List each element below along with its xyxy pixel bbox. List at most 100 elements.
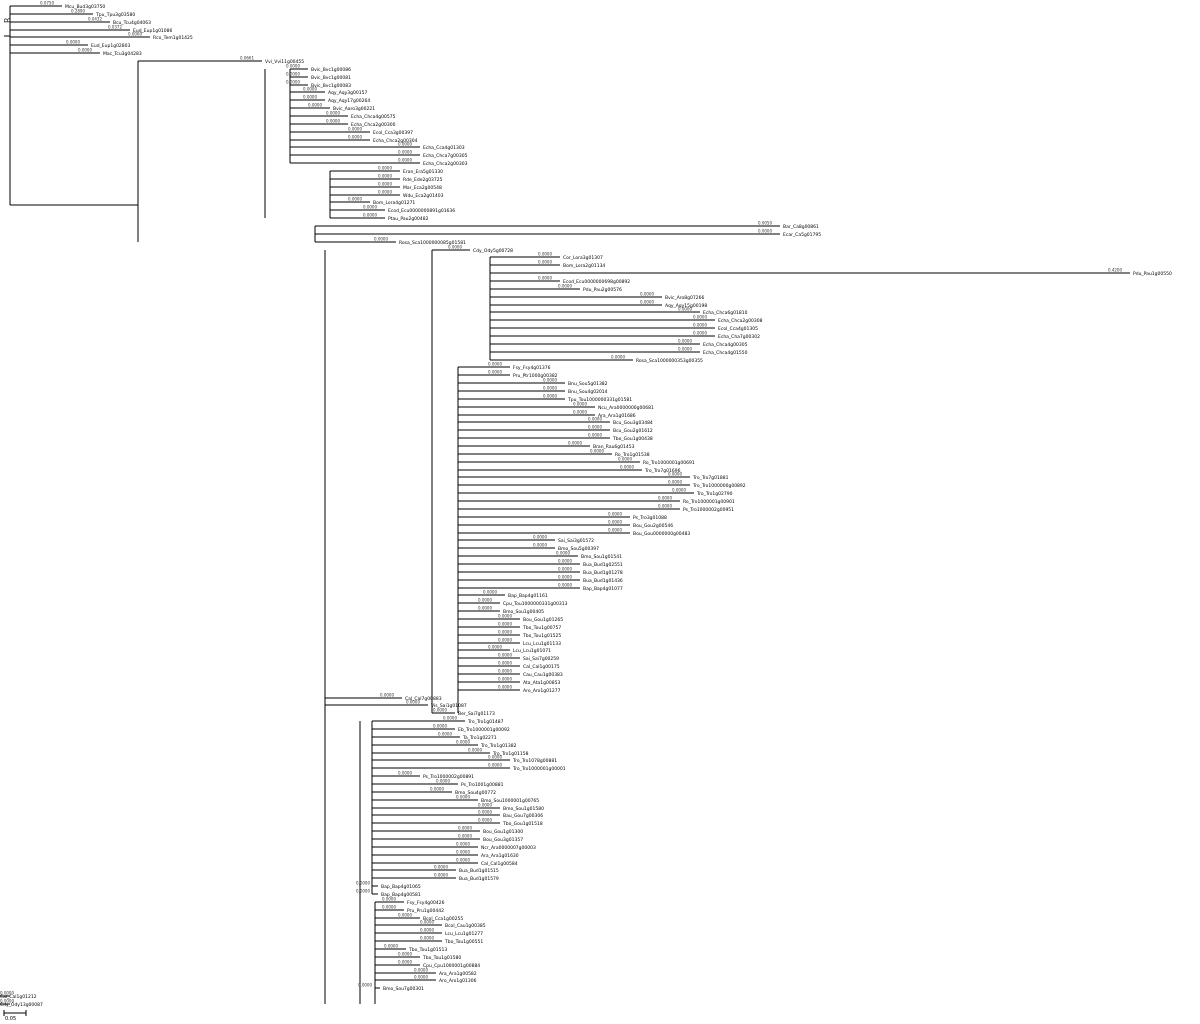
leaf-label: Bom_Lora2g01134 bbox=[563, 263, 605, 269]
leaf-label: Ecar_Ca5g01795 bbox=[783, 232, 821, 238]
leaf-label: Mcu_Bud3g03750 bbox=[65, 4, 105, 10]
branch-support-label: 0.0000 bbox=[543, 378, 557, 383]
leaf-label: Ncu_Ara0000000g00681 bbox=[598, 405, 654, 411]
branch-support-label: 0.0000 bbox=[678, 347, 692, 352]
leaf-label: Cal_Cal1g00584 bbox=[481, 861, 518, 867]
leaf-label: Bou_Gou0000000g00483 bbox=[633, 531, 690, 537]
branch-support-label: 0.0000 bbox=[538, 252, 552, 257]
branch-support-label: 0.0000 bbox=[573, 410, 587, 415]
branch-support-label: 0.0000 bbox=[498, 622, 512, 627]
branch-support-label: 0.0000 bbox=[693, 323, 707, 328]
leaf-label: Tro_Tro1078g00881 bbox=[512, 758, 557, 764]
branch-support-label: 0.0000 bbox=[658, 496, 672, 501]
branch-support-label: 0.0000 bbox=[66, 40, 80, 45]
leaf-label: Bvic_Bvc1g00086 bbox=[311, 67, 351, 73]
leaf-label: Ecol_Cca4g01305 bbox=[718, 326, 758, 332]
leaf-label: Cal_Cal7g00883 bbox=[405, 696, 442, 702]
scale-bar: 0.05 bbox=[3, 1010, 27, 1022]
branch-support-label: 0.0000 bbox=[398, 142, 412, 147]
leaf-label: Echa_Chca7g00305 bbox=[423, 153, 468, 159]
branch-support-label: 0.0000 bbox=[78, 48, 92, 53]
branch-support-label: 0.0000 bbox=[588, 433, 602, 438]
branch-support-label: 0.0000 bbox=[533, 535, 547, 540]
scale-bar-label: 0.05 bbox=[5, 1016, 16, 1022]
leaf-label: Ecod_Ecu0000000891g01636 bbox=[388, 208, 455, 214]
branch-support-label: 0.0000 bbox=[488, 645, 502, 650]
branch-support-label: 0.0000 bbox=[558, 559, 572, 564]
leaf-label: Pru_Ptr1000g00382 bbox=[513, 373, 558, 379]
branch-support-label: 0.0000 bbox=[678, 307, 692, 312]
branch-support-label: 0.0000 bbox=[128, 32, 142, 37]
branch-support-label: 0.0000 bbox=[363, 205, 377, 210]
branch-support-label: 0.0000 bbox=[483, 590, 497, 595]
branch-support-label: 0.0000 bbox=[498, 614, 512, 619]
leaf-label: Eud_Eup1g01086 bbox=[133, 28, 173, 34]
branch-support-label: 0.0000 bbox=[308, 103, 322, 108]
branch-support-label: 0.0000 bbox=[543, 386, 557, 391]
branch-support-label: 0.0000 bbox=[568, 441, 582, 446]
branch-support-label: 0.0000 bbox=[620, 465, 634, 470]
branch-support-label: 0.0000 bbox=[378, 182, 392, 187]
leaf-label: Tbo_Tou1g00551 bbox=[444, 939, 483, 945]
leaf-label: Cau_Cau1g00383 bbox=[523, 672, 563, 678]
branch-support-label: 0.0000 bbox=[573, 402, 587, 407]
branch-support-label: 0.0000 bbox=[478, 810, 492, 815]
leaf-label: Ber_Sai7g01173 bbox=[458, 711, 495, 717]
branch-support-label: 0.0000 bbox=[348, 127, 362, 132]
branch-support-label: 0.0661 bbox=[240, 56, 254, 61]
branch-support-label: 0.0000 bbox=[478, 598, 492, 603]
leaf-label: Aro_Aro1g01277 bbox=[523, 688, 561, 694]
branch-support-label: 0.0000 bbox=[303, 87, 317, 92]
branch-support-label: 0.0000 bbox=[380, 693, 394, 698]
branch-support-label: 0.0000 bbox=[498, 630, 512, 635]
branch-support-label: 0.0000 bbox=[558, 583, 572, 588]
branch-support-label: 0.0000 bbox=[456, 858, 470, 863]
branch-support-label: 0.0000 bbox=[588, 417, 602, 422]
leaf-label: Ptau_Pau2g00482 bbox=[388, 216, 429, 222]
leaf-label: Aro_Aro1g01306 bbox=[439, 978, 477, 984]
leaf-label: Bcu_Tcu4g04063 bbox=[113, 20, 151, 26]
branch-support-label: 0.0000 bbox=[468, 748, 482, 753]
branch-support-label: 0.0000 bbox=[398, 913, 412, 918]
branch-support-label: 0.0000 bbox=[378, 190, 392, 195]
branch-support-label: 0.0000 bbox=[498, 677, 512, 682]
tree-branches bbox=[0, 5, 1130, 1005]
leaf-label: Bua_Bud1g01579 bbox=[459, 876, 499, 882]
branch-support-label: 0.0000 bbox=[433, 708, 447, 713]
leaf-label: Bcol_Cau1g00385 bbox=[445, 923, 486, 929]
branch-support-label: 0.0000 bbox=[348, 197, 362, 202]
root-tag: R bbox=[3, 17, 12, 23]
leaf-label: Echa_Chca4g01550 bbox=[703, 350, 748, 356]
root-marker: R bbox=[3, 17, 12, 23]
branch-support-label: 0.0000 bbox=[672, 488, 686, 493]
leaf-label: Aqy_Aqy3g00157 bbox=[328, 90, 367, 96]
branch-support-label: 0.0000 bbox=[498, 661, 512, 666]
leaf-label: Ps_Tro1000002g00891 bbox=[423, 774, 474, 780]
branch-support-label: 0.0000 bbox=[456, 795, 470, 800]
branch-support-label: 0.0432 bbox=[88, 17, 102, 22]
branch-support-label: 0.0000 bbox=[434, 865, 448, 870]
leaf-label: Tpu_Tpu3g03580 bbox=[95, 12, 135, 18]
branch-support-label: 0.0000 bbox=[0, 999, 14, 1004]
leaf-label: Bap_Bap4g01065 bbox=[381, 884, 421, 890]
branch-support-label: 0.0000 bbox=[420, 928, 434, 933]
leaf-label: Bap_Bap4g00581 bbox=[381, 892, 421, 898]
leaf-label: Ro_Tro1g01538 bbox=[615, 452, 650, 458]
branch-support-label: 0.0000 bbox=[414, 975, 428, 980]
leaf-label: Ecod_Ecu0000000698g00892 bbox=[563, 279, 630, 285]
branch-support-label: 0.0000 bbox=[430, 787, 444, 792]
leaf-label: Vvi_Vvi11g00455 bbox=[265, 59, 304, 65]
leaf-label: Bmo_Sou5g00397 bbox=[558, 546, 599, 552]
leaf-label: Bcu_Gou2g01612 bbox=[613, 428, 653, 434]
branch-support-label: 0.0000 bbox=[443, 716, 457, 721]
leaf-label: Tro_Tro1000000g00892 bbox=[692, 483, 746, 489]
branch-support-label: 0.0000 bbox=[286, 64, 300, 69]
branch-support-label: 0.0000 bbox=[356, 881, 370, 886]
branch-support-label: 0.0000 bbox=[640, 300, 654, 305]
branch-support-label: 0.0372 bbox=[108, 25, 122, 30]
leaf-label: Echa_Chca2g00304 bbox=[373, 138, 418, 144]
branch-support-label: 0.0000 bbox=[478, 606, 492, 611]
branch-support-label: 0.0000 bbox=[488, 362, 502, 367]
leaf-label: Aqy_Aqy15g00198 bbox=[665, 303, 707, 309]
leaf-label: Ro_Tro1000001g00901 bbox=[683, 499, 735, 505]
